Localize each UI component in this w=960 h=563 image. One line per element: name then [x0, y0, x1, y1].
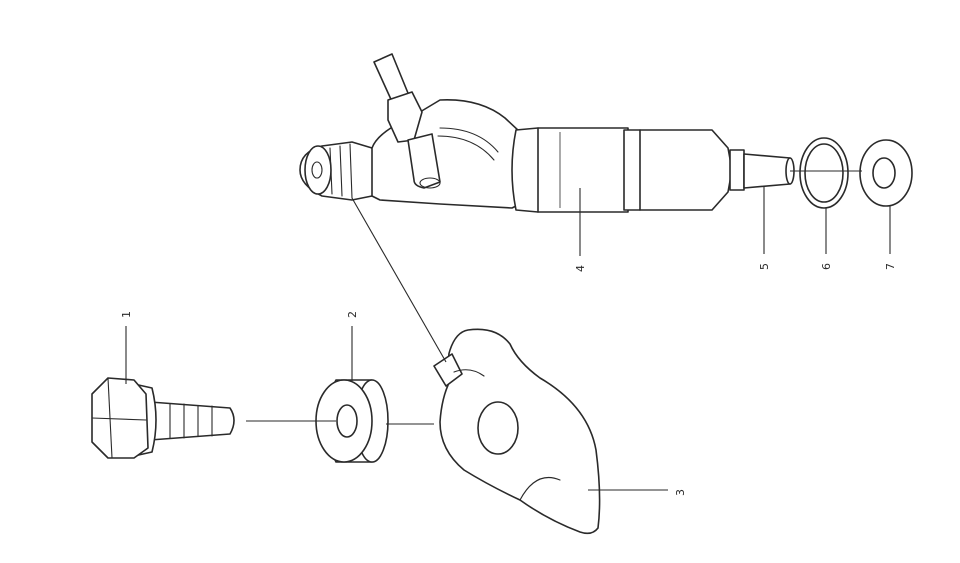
callout-4: 4: [574, 265, 587, 272]
callout-3: 3: [674, 489, 687, 496]
injector-body: [299, 53, 745, 213]
assembly-line-injector-to-clamp: [351, 197, 447, 363]
washer: [859, 139, 913, 207]
callout-5: 5: [758, 263, 771, 270]
callout-2: 2: [346, 311, 359, 318]
callout-6: 6: [820, 263, 833, 270]
clamp: [433, 328, 601, 535]
bolt: [91, 377, 235, 459]
callout-1: 1: [120, 311, 133, 318]
nozzle-tip: [743, 153, 795, 189]
callout-7: 7: [884, 263, 897, 270]
seal-ring: [799, 137, 849, 209]
spacer: [315, 379, 389, 463]
